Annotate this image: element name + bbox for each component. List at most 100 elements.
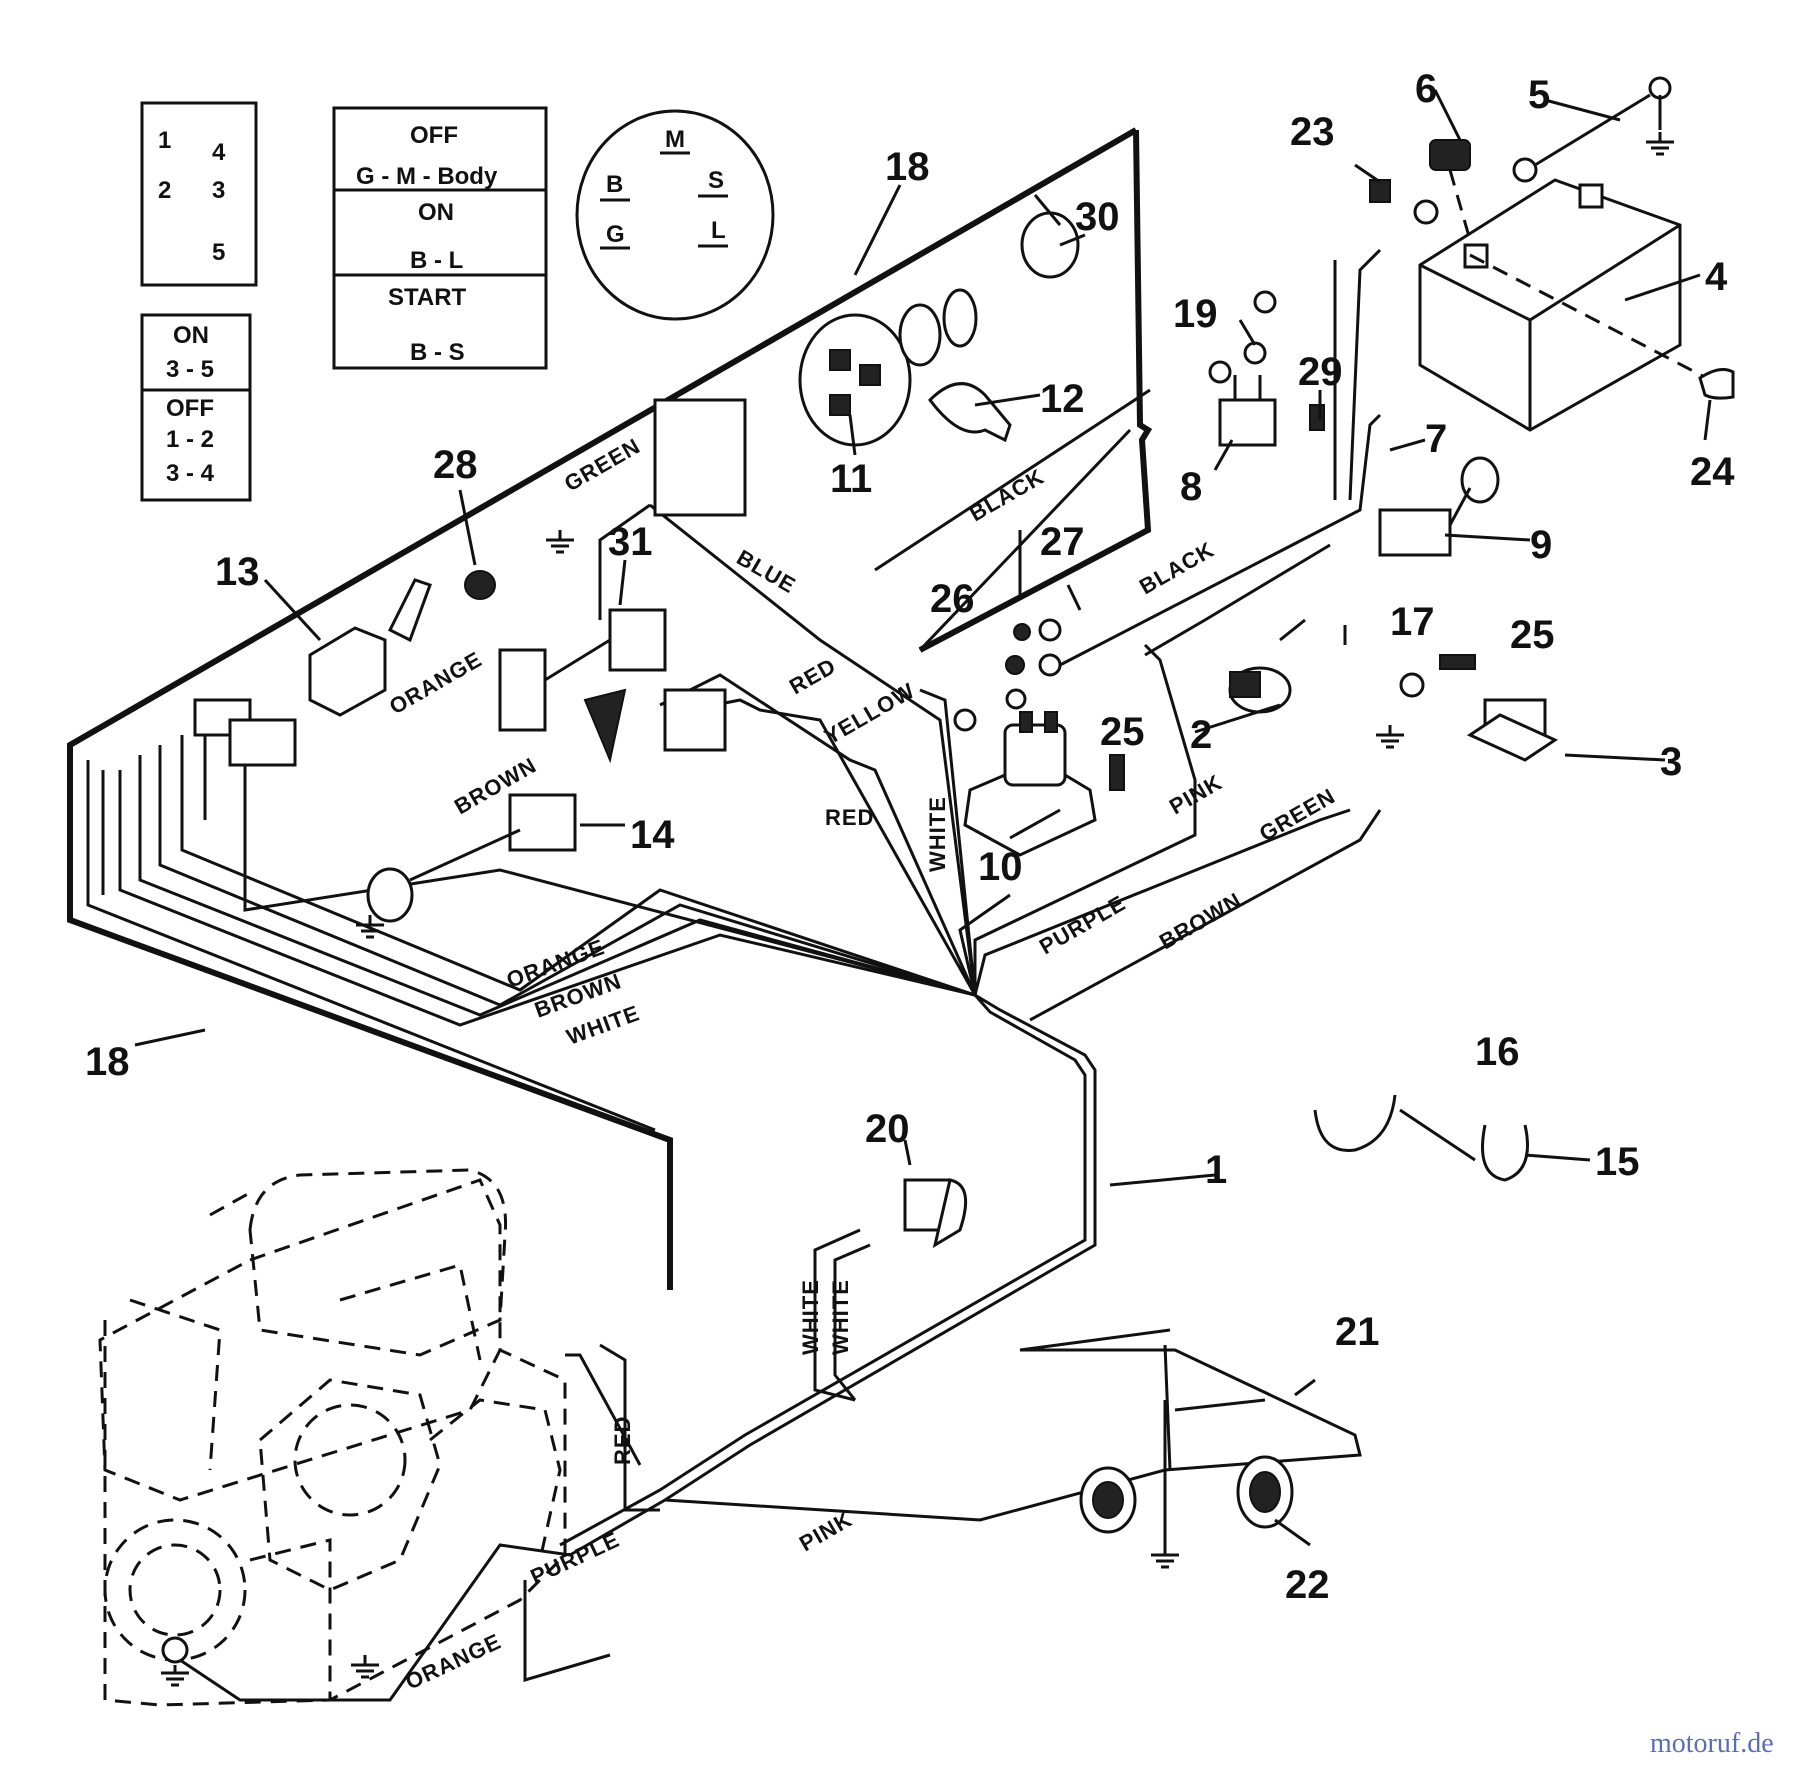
callout-28: 28 [433,443,478,487]
wire-label-red: RED [610,1416,635,1465]
terminal-l: L [711,217,726,244]
terminal-g: G [606,221,625,248]
watermark: motoruf.de [1650,1728,1774,1759]
callout-1: 1 [1205,1148,1227,1192]
terminal-1: 1 [158,127,171,154]
off-value-2: 3 - 4 [166,460,215,487]
wire-labels: GREEN BLACK BLACK BLUE RED YELLOW RED WH… [385,433,1340,1694]
callout-19: 19 [1173,292,1218,336]
callout-13: 13 [215,550,260,594]
callouts: 1 2 3 4 5 6 7 8 9 10 11 12 13 14 15 16 1… [85,67,1735,1607]
ign-on-value: B - L [410,247,463,274]
callout-25-right: 25 [1510,613,1555,657]
callout-4: 4 [1705,255,1728,299]
callout-15: 15 [1595,1140,1640,1184]
legend-table-ignition: OFF G - M - Body ON B - L START B - S [332,106,548,370]
dash-panel [67,127,1153,1290]
terminal-4: 4 [212,139,226,166]
wire-label-white: WHITE [828,1279,853,1355]
engine-outline [98,1168,567,1707]
wire-label-white: WHITE [925,796,950,872]
callout-23: 23 [1290,110,1335,154]
wire-label-green: GREEN [560,433,645,496]
wire-label-black: BLACK [965,464,1049,527]
callout-24: 24 [1690,450,1735,494]
wire-label-red: RED [825,805,874,830]
callout-18-top: 18 [885,145,930,189]
wire-label-purple: PURPLE [1035,890,1130,959]
screw-icon [1439,654,1476,670]
cable-clamp [1481,1124,1529,1182]
callout-16: 16 [1475,1030,1520,1074]
battery-cables [1369,76,1672,241]
callout-10: 10 [978,845,1023,889]
callout-7: 7 [1425,417,1447,461]
terminal-cover [1698,368,1735,400]
callout-31: 31 [608,520,653,564]
callout-11: 11 [830,457,872,501]
callout-9: 9 [1530,523,1552,567]
ign-off-title: OFF [410,122,458,149]
callout-22: 22 [1285,1563,1330,1607]
callout-6: 6 [1415,67,1437,111]
on-title: ON [173,322,209,349]
ign-start-title: START [388,284,467,311]
seat-switch [1378,456,1500,557]
callout-29: 29 [1298,350,1343,394]
wire-label-blue: BLUE [733,545,801,599]
wire-label-yellow: YELLOW [820,678,919,750]
headlight-switch [366,793,577,923]
wire-label-brown: BROWN [1155,887,1246,954]
screw-icon [1109,754,1125,791]
leader-lines [134,89,1712,1547]
callout-14: 14 [630,813,675,857]
starter-solenoid [953,618,1097,857]
callout-21: 21 [1335,1310,1380,1354]
toggle-switch [308,570,496,717]
off-title: OFF [166,395,214,422]
callout-25-left: 25 [1100,710,1145,754]
callout-26: 26 [930,577,975,621]
ignition-switch [798,211,1080,447]
callout-20: 20 [865,1107,910,1151]
callout-27: 27 [1040,520,1085,564]
relay [1466,698,1559,762]
callout-17: 17 [1390,600,1435,644]
callout-5: 5 [1528,73,1550,117]
terminal-s: S [708,167,724,194]
terminal-5: 5 [212,239,225,266]
panel-connectors [193,398,747,767]
ring-terminal [1399,672,1425,698]
terminal-3: 3 [212,177,225,204]
callout-18-bottom: 18 [85,1040,130,1084]
lights [1079,1455,1294,1534]
wire-tie [1313,1094,1397,1152]
wire-label-red: RED [785,653,840,699]
terminal-b: B [606,171,623,198]
circuit-breaker [1208,290,1325,447]
ign-off-value: G - M - Body [356,163,498,190]
legend-table-switch-states: ON 3 - 5 OFF 1 - 2 3 - 4 [140,313,252,502]
wire-label-orange: ORANGE [385,646,486,719]
legend-table-terminals: 1 4 2 3 5 [140,101,258,287]
ground-icons [161,132,1674,1687]
callout-30: 30 [1075,195,1120,239]
ign-on-title: ON [418,199,454,226]
ignition-module [903,1178,968,1249]
callout-2: 2 [1190,713,1212,757]
on-value: 3 - 5 [166,356,214,383]
terminal-2: 2 [158,177,171,204]
callout-3: 3 [1660,740,1682,784]
wire-label-pink: PINK [795,1506,856,1556]
ignition-terminal-circle: M B S G L [575,109,775,321]
callout-8: 8 [1180,465,1202,509]
battery [1418,178,1721,432]
light-switch [498,608,667,764]
terminal-m: M [665,126,685,153]
safety-switch [1228,666,1292,714]
off-value-1: 1 - 2 [166,426,214,453]
wire-label-green: GREEN [1255,783,1340,846]
ign-start-value: B - S [410,339,465,366]
